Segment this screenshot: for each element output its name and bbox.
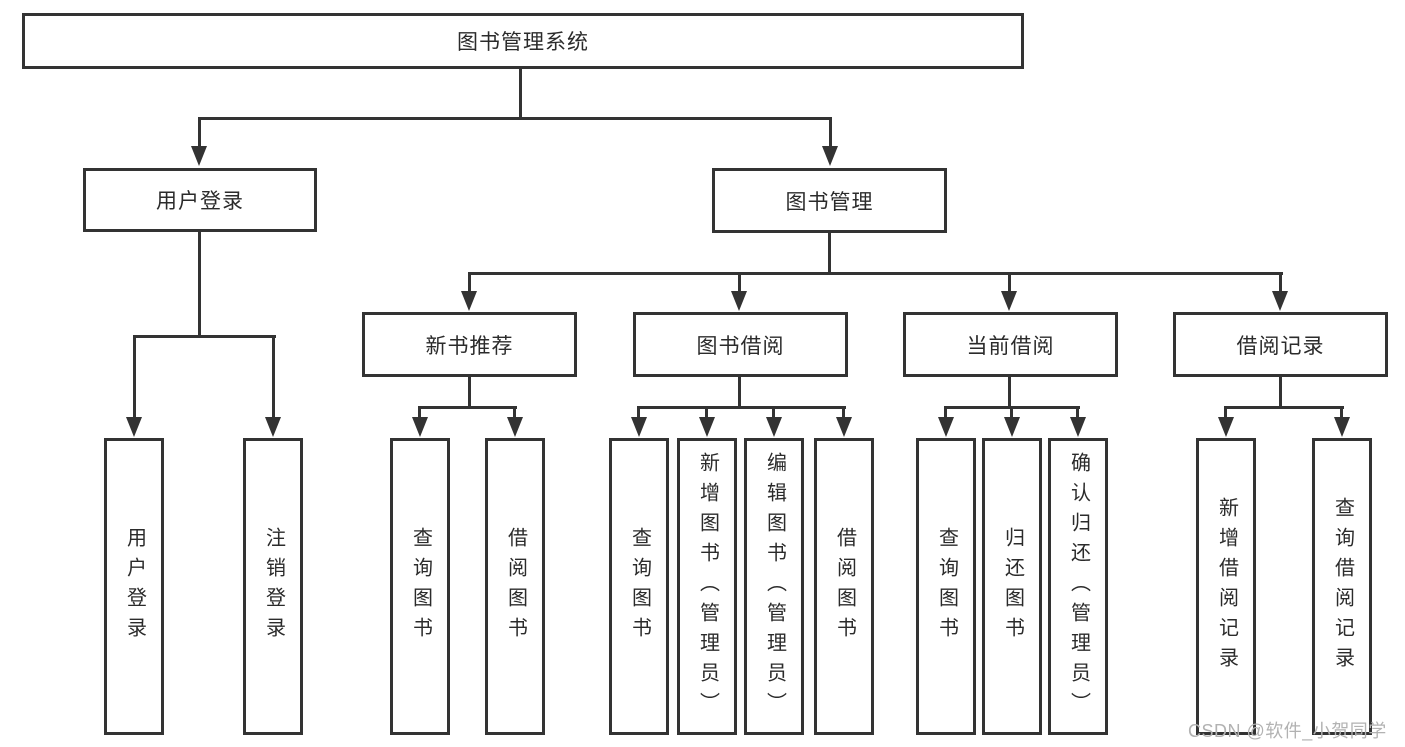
connector: [418, 406, 517, 409]
connector: [1340, 406, 1343, 419]
leaf-recommend-borrow-book: 借阅图书: [485, 438, 545, 735]
arrow-down-icon: [699, 417, 715, 437]
connector: [198, 117, 201, 149]
arrow-down-icon: [507, 417, 523, 437]
node-new-book-recommend: 新书推荐: [362, 312, 577, 377]
leaf-user-login: 用户登录: [104, 438, 164, 735]
connector: [1076, 406, 1079, 419]
arrow-down-icon: [1070, 417, 1086, 437]
arrow-down-icon: [1001, 291, 1017, 311]
node-root: 图书管理系统: [22, 13, 1024, 69]
connector: [637, 406, 640, 419]
connector: [705, 406, 708, 419]
leaf-logout: 注销登录: [243, 438, 303, 735]
connector: [738, 272, 741, 293]
connector: [944, 406, 947, 419]
arrow-down-icon: [836, 417, 852, 437]
connector: [133, 335, 276, 338]
arrow-down-icon: [1334, 417, 1350, 437]
connector: [272, 335, 275, 419]
connector: [418, 406, 421, 419]
connector: [198, 232, 201, 338]
connector: [1008, 377, 1011, 408]
node-borrow-record: 借阅记录: [1173, 312, 1388, 377]
arrow-down-icon: [731, 291, 747, 311]
connector: [1279, 272, 1282, 293]
arrow-down-icon: [126, 417, 142, 437]
leaf-borrow-borrow-book: 借阅图书: [814, 438, 874, 735]
arrow-down-icon: [1004, 417, 1020, 437]
connector: [198, 117, 832, 120]
connector: [133, 335, 136, 419]
arrow-down-icon: [191, 146, 207, 166]
node-user-login: 用户登录: [83, 168, 317, 232]
leaf-current-return-book: 归还图书: [982, 438, 1042, 735]
connector: [468, 272, 471, 293]
connector: [829, 117, 832, 149]
connector: [513, 406, 516, 419]
connector: [842, 406, 845, 419]
connector: [772, 406, 775, 419]
connector: [1010, 406, 1013, 419]
leaf-current-query-book: 查询图书: [916, 438, 976, 735]
connector: [519, 69, 522, 119]
leaf-borrow-query-book: 查询图书: [609, 438, 669, 735]
connector: [1224, 406, 1227, 419]
arrow-down-icon: [1272, 291, 1288, 311]
connector: [468, 272, 1283, 275]
connector: [468, 377, 471, 408]
csdn-watermark: CSDN @软件_小贺同学: [1188, 721, 1387, 741]
connector: [1279, 377, 1282, 408]
arrow-down-icon: [461, 291, 477, 311]
leaf-borrow-add-book-admin: 新增图书（管理员）: [677, 438, 737, 735]
arrow-down-icon: [766, 417, 782, 437]
arrow-down-icon: [938, 417, 954, 437]
node-book-borrow: 图书借阅: [633, 312, 848, 377]
connector: [828, 233, 831, 274]
leaf-borrow-edit-book-admin: 编辑图书（管理员）: [744, 438, 804, 735]
arrow-down-icon: [412, 417, 428, 437]
node-current-borrow: 当前借阅: [903, 312, 1118, 377]
arrow-down-icon: [1218, 417, 1234, 437]
leaf-record-add-borrow-record: 新增借阅记录: [1196, 438, 1256, 735]
leaf-recommend-query-book: 查询图书: [390, 438, 450, 735]
leaf-current-confirm-return-admin: 确认归还（管理员）: [1048, 438, 1108, 735]
leaf-record-query-borrow-record: 查询借阅记录: [1312, 438, 1372, 735]
arrow-down-icon: [631, 417, 647, 437]
node-book-management: 图书管理: [712, 168, 947, 233]
connector: [1224, 406, 1344, 409]
connector: [637, 406, 846, 409]
arrow-down-icon: [265, 417, 281, 437]
arrow-down-icon: [822, 146, 838, 166]
connector: [1008, 272, 1011, 293]
connector: [738, 377, 741, 408]
